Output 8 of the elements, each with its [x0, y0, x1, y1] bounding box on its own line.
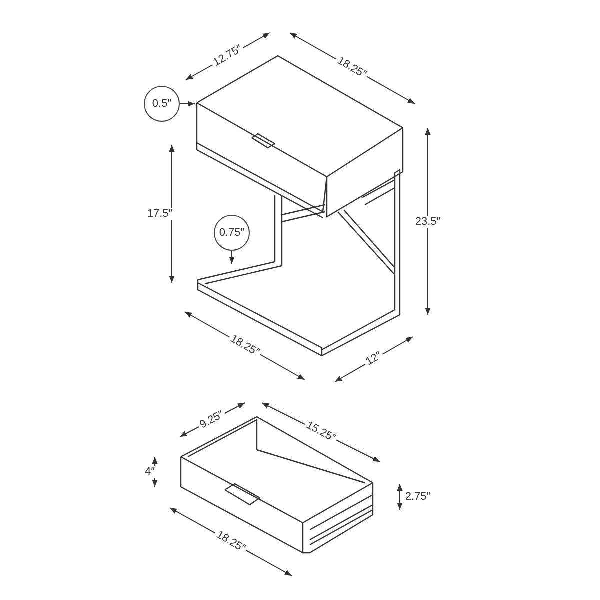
dimension-label: 23.5″ — [413, 216, 443, 228]
leader-line — [180, 101, 196, 107]
dimension-label: 2.75″ — [403, 491, 433, 503]
dimension-label: 4″ — [143, 466, 157, 478]
callout-circle: 0.5″ — [144, 86, 180, 122]
leader-line — [229, 250, 235, 264]
callout-circle: 0.75″ — [214, 215, 250, 251]
dimension-label: 17.5″ — [145, 208, 175, 220]
